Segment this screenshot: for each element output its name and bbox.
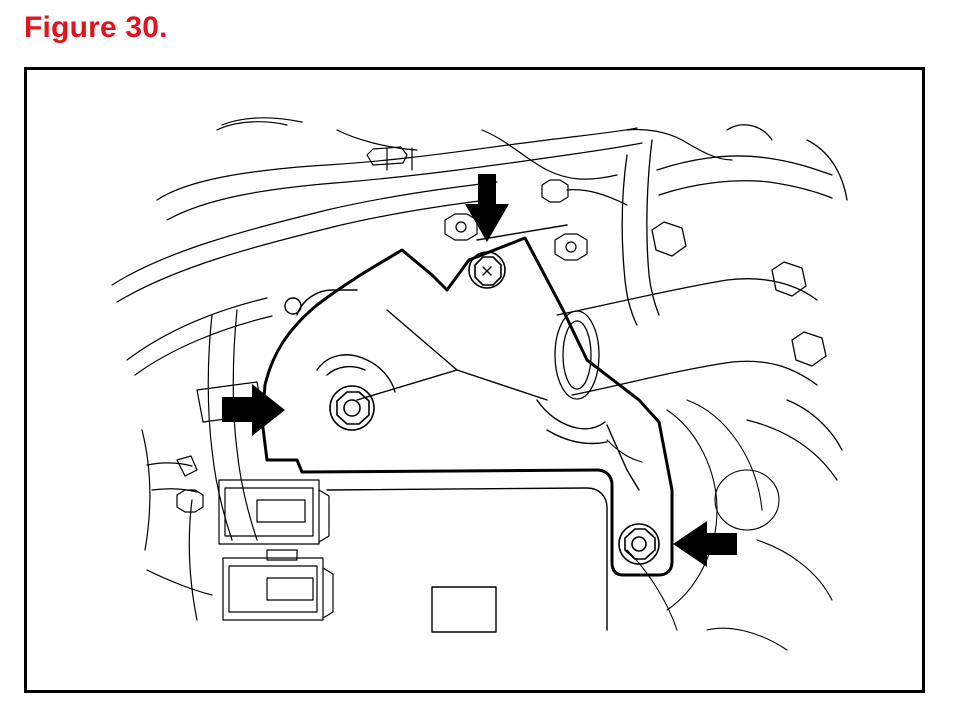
right-lower-details: [606, 399, 833, 651]
bracket-outline: [260, 236, 674, 577]
illustration-frame: [24, 67, 925, 693]
lower-block: [326, 487, 608, 633]
bolt-right: [618, 523, 660, 565]
left-harness: [141, 309, 334, 621]
bg-bolt-upper-mid: [554, 233, 588, 261]
engine-bracket-illustration: [111, 117, 848, 651]
bg-bolt-upper-right: [541, 179, 569, 203]
connector-upper: [218, 479, 330, 545]
figure-title: Figure 30.: [24, 11, 168, 44]
connector-lower: [222, 549, 334, 621]
arrow-top-bolt: [465, 174, 509, 242]
background-bolts: [176, 179, 588, 513]
upper-hoses: [111, 117, 733, 376]
bolt-left: [329, 385, 375, 431]
right-pipework: [554, 124, 848, 481]
arrow-left-bolt: [222, 384, 285, 436]
bg-bolt-left: [176, 489, 204, 513]
bracket-casting: [284, 224, 640, 491]
bolt-top: [468, 251, 506, 289]
arrow-right-bolt: [673, 521, 737, 567]
bg-bolt-upper-left: [444, 213, 478, 241]
